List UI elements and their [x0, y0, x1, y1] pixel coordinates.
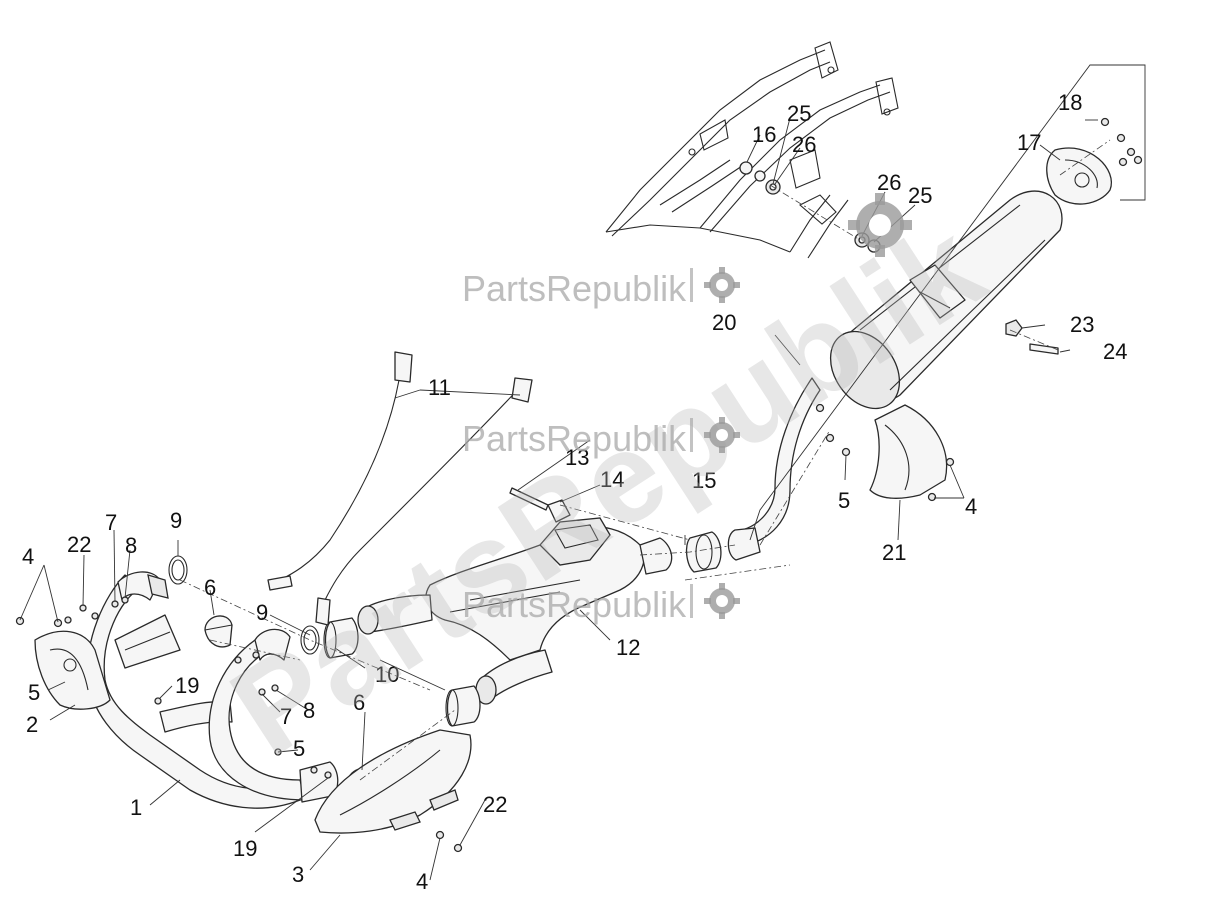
rear-frame [605, 41, 899, 259]
callout-3: 3 [292, 862, 304, 887]
callout-25b: 25 [908, 183, 932, 208]
watermark-text-3: PartsRepublik [462, 584, 687, 625]
callout-15: 15 [692, 468, 716, 493]
watermark-row-2: PartsRepublik [462, 417, 740, 459]
callout-2: 2 [26, 712, 38, 737]
callout-5c: 5 [838, 488, 850, 513]
callout-5a: 5 [28, 680, 40, 705]
callout-labels: 1 2 3 4 4 4 4 5 5 5 6 6 7 7 8 8 9 9 10 1… [22, 90, 1127, 894]
gear-icon [848, 193, 912, 257]
gear-icon [704, 583, 740, 619]
small-fasteners [15, 596, 463, 853]
gear-icon [704, 267, 740, 303]
callout-6a: 6 [204, 575, 216, 600]
watermark-text-1: PartsRepublik [462, 268, 687, 309]
callout-26a: 26 [792, 132, 816, 157]
callout-21: 21 [882, 540, 906, 565]
callout-6b: 6 [353, 690, 365, 715]
callout-9a: 9 [170, 508, 182, 533]
callout-4b: 4 [416, 869, 428, 894]
callout-13: 13 [565, 445, 589, 470]
callout-1: 1 [130, 795, 142, 820]
callout-10: 10 [375, 662, 399, 687]
watermark-row-3: PartsRepublik [462, 583, 740, 625]
callout-23: 23 [1070, 312, 1094, 337]
callout-25a: 25 [787, 101, 811, 126]
callout-7a: 7 [105, 510, 117, 535]
callout-18: 18 [1058, 90, 1082, 115]
end-cap-screws [1100, 117, 1143, 167]
header-pipes [34, 571, 472, 834]
callout-9b: 9 [256, 600, 268, 625]
lambda-sensors [267, 351, 533, 626]
callout-8a: 8 [125, 533, 137, 558]
sleeves-and-gaskets [168, 555, 481, 727]
mounting-hardware-upper [739, 161, 881, 253]
callout-22b: 22 [483, 792, 507, 817]
callout-24: 24 [1103, 339, 1127, 364]
callout-26b: 26 [877, 170, 901, 195]
callout-5b: 5 [293, 736, 305, 761]
callout-22a: 22 [67, 532, 91, 557]
alignment-lines [179, 139, 1111, 781]
callout-8b: 8 [303, 698, 315, 723]
callout-14: 14 [600, 467, 624, 492]
clamp-15 [685, 531, 722, 573]
callout-7b: 7 [280, 704, 292, 729]
watermark-text-2: PartsRepublik [462, 418, 687, 459]
muffler-assembly [727, 117, 1143, 561]
callout-20: 20 [712, 310, 736, 335]
watermark-row-1: PartsRepublik [462, 267, 740, 309]
callout-11: 11 [428, 375, 451, 400]
callout-12: 12 [616, 635, 640, 660]
callout-16: 16 [752, 122, 776, 147]
callout-19b: 19 [233, 836, 257, 861]
gear-icon [704, 417, 740, 453]
callout-4c: 4 [965, 494, 977, 519]
callout-4a: 4 [22, 544, 34, 569]
collector-box [357, 517, 673, 705]
leader-lines [19, 64, 1146, 881]
pin-and-bush [509, 487, 571, 523]
callout-19a: 19 [175, 673, 199, 698]
callout-17: 17 [1017, 130, 1041, 155]
